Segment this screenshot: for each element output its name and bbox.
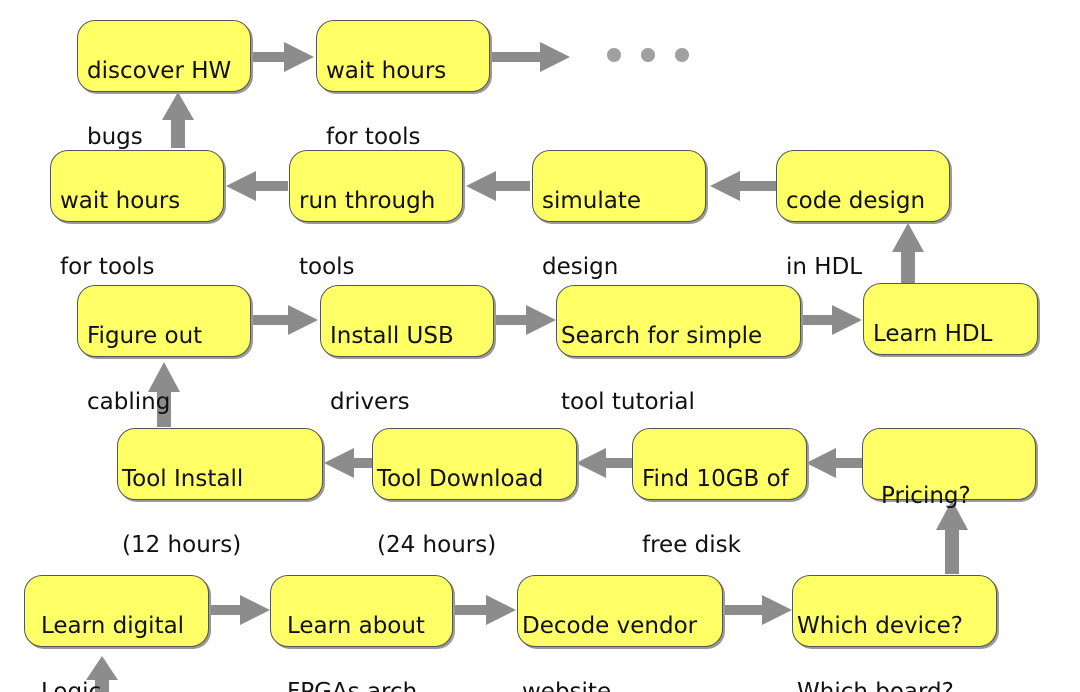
node-find-disk: Find 10GB of free disk (632, 428, 807, 558)
arrow-wait-up-to-bugs (162, 92, 194, 148)
node-figure-out-cabling: Figure out cabling (77, 285, 251, 415)
arrow-pricing-to-disk (806, 448, 862, 478)
node-run-through-tools: run through tools (289, 150, 463, 280)
arrow-wait-to-ellipsis (488, 42, 570, 72)
arrow-fpga-to-decode (452, 595, 516, 625)
arrow-download-to-install (324, 448, 372, 478)
node-learn-digital-logic: Learn digital Logic (24, 575, 209, 692)
node-code-design-hdl: code design in HDL (776, 150, 950, 280)
node-tool-download: Tool Download (24 hours) (372, 428, 577, 558)
arrow-simulate-to-run (466, 171, 530, 201)
node-pricing: Pricing? (862, 428, 1036, 509)
node-learn-hdl: Learn HDL (863, 283, 1038, 355)
ellipsis-dot-3 (675, 48, 689, 62)
ellipsis-dot-2 (641, 48, 655, 62)
arrow-bugs-to-wait (250, 42, 314, 72)
node-simulate-design: simulate design (532, 150, 706, 280)
arrow-run-to-wait (226, 171, 288, 201)
arrow-incoming-to-logic (86, 656, 118, 692)
arrow-cabling-to-usb (250, 305, 318, 335)
arrow-learnhdl-up-to-code (892, 223, 924, 283)
arrow-disk-to-download (576, 448, 632, 478)
node-install-usb-drivers: Install USB drivers (320, 285, 494, 415)
node-decode-vendor-website: Decode vendor website (517, 575, 723, 692)
node-wait-hours-tools-left: wait hours for tools (50, 150, 224, 280)
arrow-device-up-to-pricing (936, 500, 968, 574)
arrow-usb-to-search (494, 305, 556, 335)
node-wait-hours-tools-top: wait hours for tools (316, 20, 490, 150)
node-discover-hw-bugs: discover HW bugs (77, 20, 251, 150)
node-tool-install: Tool Install (12 hours) (117, 428, 323, 558)
arrow-code-to-simulate (710, 171, 776, 201)
arrow-search-to-learnhdl (800, 305, 862, 335)
arrow-decode-to-device (722, 595, 792, 625)
node-which-device-board: Which device? Which board? (792, 575, 997, 692)
ellipsis-dot-1 (607, 48, 621, 62)
arrow-logic-to-fpga (208, 595, 270, 625)
arrow-install-up-to-cabling (148, 362, 180, 427)
node-search-tool-tutorial: Search for simple tool tutorial (556, 285, 801, 415)
node-learn-fpga-arch: Learn about FPGAs arch (270, 575, 453, 692)
